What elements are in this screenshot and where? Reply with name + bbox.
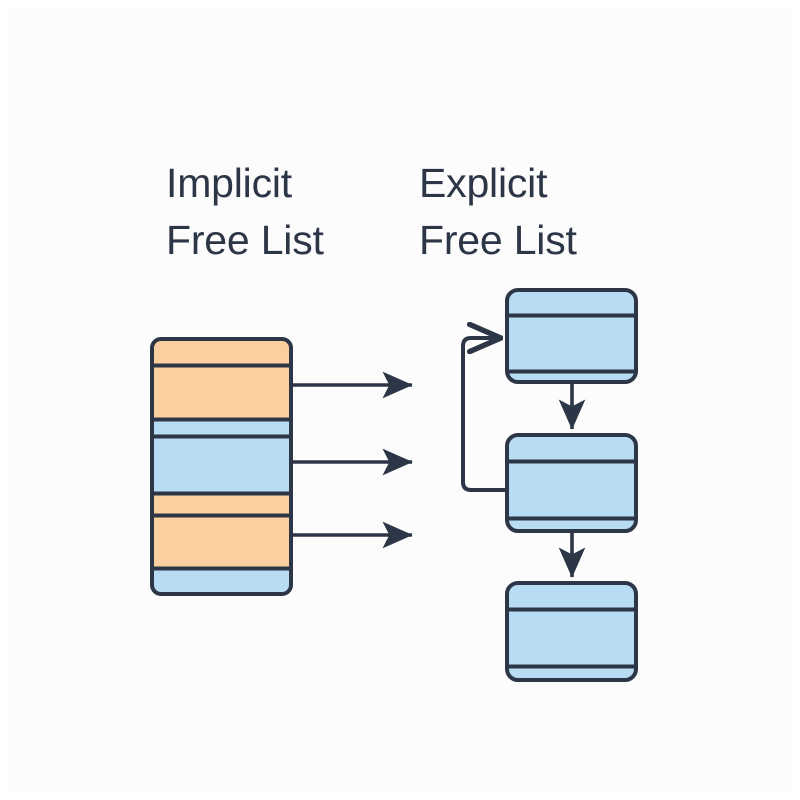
heap-band-block-2-payload xyxy=(152,438,291,493)
free-node-1[interactable] xyxy=(505,288,638,384)
node-1-dividers xyxy=(507,313,636,374)
heap-band-block-1-payload xyxy=(152,367,291,419)
heap-band-block-2-header xyxy=(152,421,291,436)
heap-band-block-3-payload xyxy=(152,517,291,568)
node-3-outline xyxy=(505,581,638,682)
implicit-free-list-heap[interactable] xyxy=(150,337,293,596)
node-3-dividers xyxy=(507,607,636,669)
free-node-2[interactable] xyxy=(505,433,638,533)
node-1-fill xyxy=(507,290,636,382)
node-1-outline xyxy=(505,288,638,384)
prev-pointer-loop-2-to-1 xyxy=(461,338,509,492)
node-2-fill xyxy=(507,435,636,531)
page-title-implicit-free-list: Implicit Free List xyxy=(166,160,324,263)
heap-band-block-4-footer xyxy=(152,570,291,592)
page-title-explicit-free-list: Explicit Free List xyxy=(419,160,577,263)
node-2-outline xyxy=(505,433,638,533)
traversal-arrows xyxy=(291,371,413,549)
heap-outline xyxy=(150,337,293,596)
heap-band-dividers xyxy=(152,363,291,571)
node-3-fill xyxy=(507,583,636,680)
heap-band-block-1-header xyxy=(152,341,291,364)
heap-band-block-3-header xyxy=(152,495,291,515)
node-2-dividers xyxy=(507,459,636,521)
free-node-3[interactable] xyxy=(505,581,638,682)
page-background xyxy=(8,8,792,792)
